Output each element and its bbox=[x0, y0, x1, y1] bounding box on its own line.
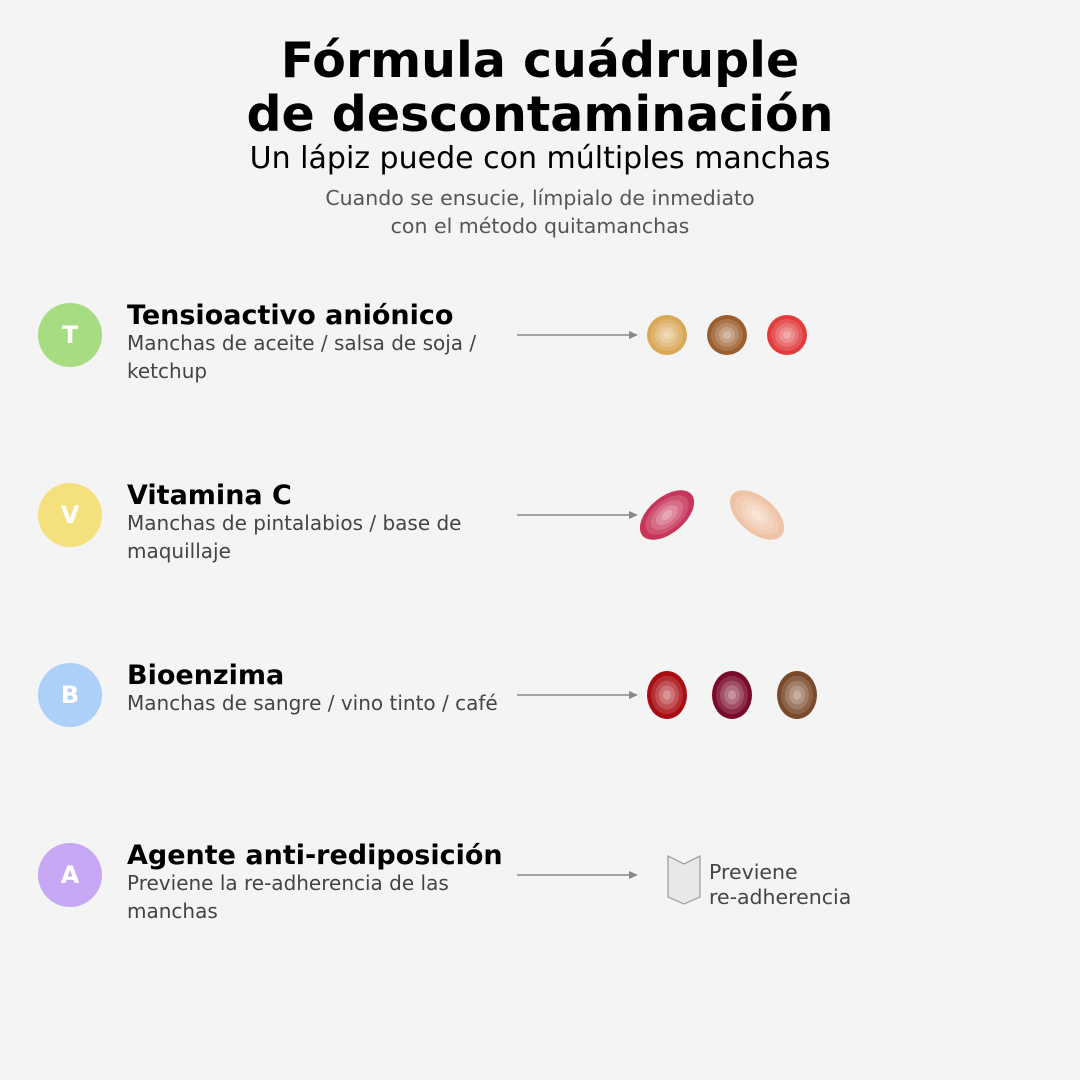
stain-ring bbox=[663, 690, 671, 700]
letter-badge-v: V bbox=[38, 483, 102, 547]
subtitle: Un lápiz puede con múltiples manchas bbox=[249, 141, 831, 176]
stains-group bbox=[647, 671, 817, 719]
instruction-note: Cuando se ensucie, límpialo de inmediato… bbox=[0, 184, 1080, 240]
title-line-2: de descontaminación bbox=[246, 86, 834, 143]
badge-letter: B bbox=[60, 681, 80, 709]
badge-letter: T bbox=[61, 321, 79, 349]
note-line-1: Cuando se ensucie, límpialo de inmediato bbox=[325, 186, 755, 210]
stain-ring bbox=[751, 510, 763, 520]
ingredient-row-bioenzima: B Bioenzima Manchas de sangre / vino tin… bbox=[0, 660, 1080, 783]
page-title: Fórmula cuádruple de descontaminación bbox=[0, 34, 1080, 142]
stain-café bbox=[777, 671, 817, 719]
ingredient-description: Manchas de pintalabios / base de maquill… bbox=[127, 511, 462, 563]
arrow-icon bbox=[517, 511, 638, 519]
stain-sangre bbox=[647, 671, 687, 719]
ingredient-description: Previene la re-adherencia de las manchas bbox=[127, 871, 449, 923]
stain-ring bbox=[793, 690, 801, 700]
badge-letter: V bbox=[60, 501, 80, 529]
badge-letter: A bbox=[60, 861, 80, 889]
ingredient-description: Manchas de aceite / salsa de soja / ketc… bbox=[127, 331, 477, 383]
ingredient-title: Vitamina C bbox=[127, 480, 292, 511]
stain-ring bbox=[661, 510, 673, 520]
arrow-icon bbox=[517, 331, 638, 339]
ingredient-description: Manchas de sangre / vino tinto / café bbox=[127, 691, 498, 715]
arrow-icon bbox=[517, 871, 638, 879]
title-line-1: Fórmula cuádruple bbox=[280, 32, 800, 89]
ingredient-row-tensioactivo: T Tensioactivo aniónico Manchas de aceit… bbox=[0, 300, 1080, 423]
note-line-2: con el método quitamanchas bbox=[390, 214, 690, 238]
arrow-icon bbox=[517, 691, 638, 699]
stain-base-de-maquillaje bbox=[729, 490, 785, 540]
stain-aceite bbox=[647, 315, 687, 355]
stain-ketchup bbox=[767, 315, 807, 355]
shield-label: Previene re-adherencia bbox=[709, 860, 851, 910]
stain-ring bbox=[728, 690, 736, 700]
ingredient-row-anti-redeposicion: A Agente anti-rediposición Previene la r… bbox=[0, 840, 1080, 963]
stain-ring bbox=[663, 331, 671, 339]
stain-pintalabios bbox=[639, 490, 695, 540]
ingredient-row-vitamina-c: V Vitamina C Manchas de pintalabios / ba… bbox=[0, 480, 1080, 603]
shield-label-line-1: Previene bbox=[709, 860, 798, 884]
letter-badge-a: A bbox=[38, 843, 102, 907]
stain-vino-tinto bbox=[712, 671, 752, 719]
stains-group bbox=[647, 315, 807, 355]
letter-badge-b: B bbox=[38, 663, 102, 727]
ingredient-title: Agente anti-rediposición bbox=[127, 840, 503, 871]
ingredient-title: Tensioactivo aniónico bbox=[127, 300, 454, 331]
shield-label-line-2: re-adherencia bbox=[709, 885, 852, 909]
stain-ring bbox=[783, 331, 791, 339]
stain-ring bbox=[723, 331, 731, 339]
stains-group bbox=[639, 490, 785, 540]
ingredient-title: Bioenzima bbox=[127, 660, 285, 691]
shield-icon bbox=[667, 855, 701, 905]
stain-salsa-de-soja bbox=[707, 315, 747, 355]
letter-badge-t: T bbox=[38, 303, 102, 367]
